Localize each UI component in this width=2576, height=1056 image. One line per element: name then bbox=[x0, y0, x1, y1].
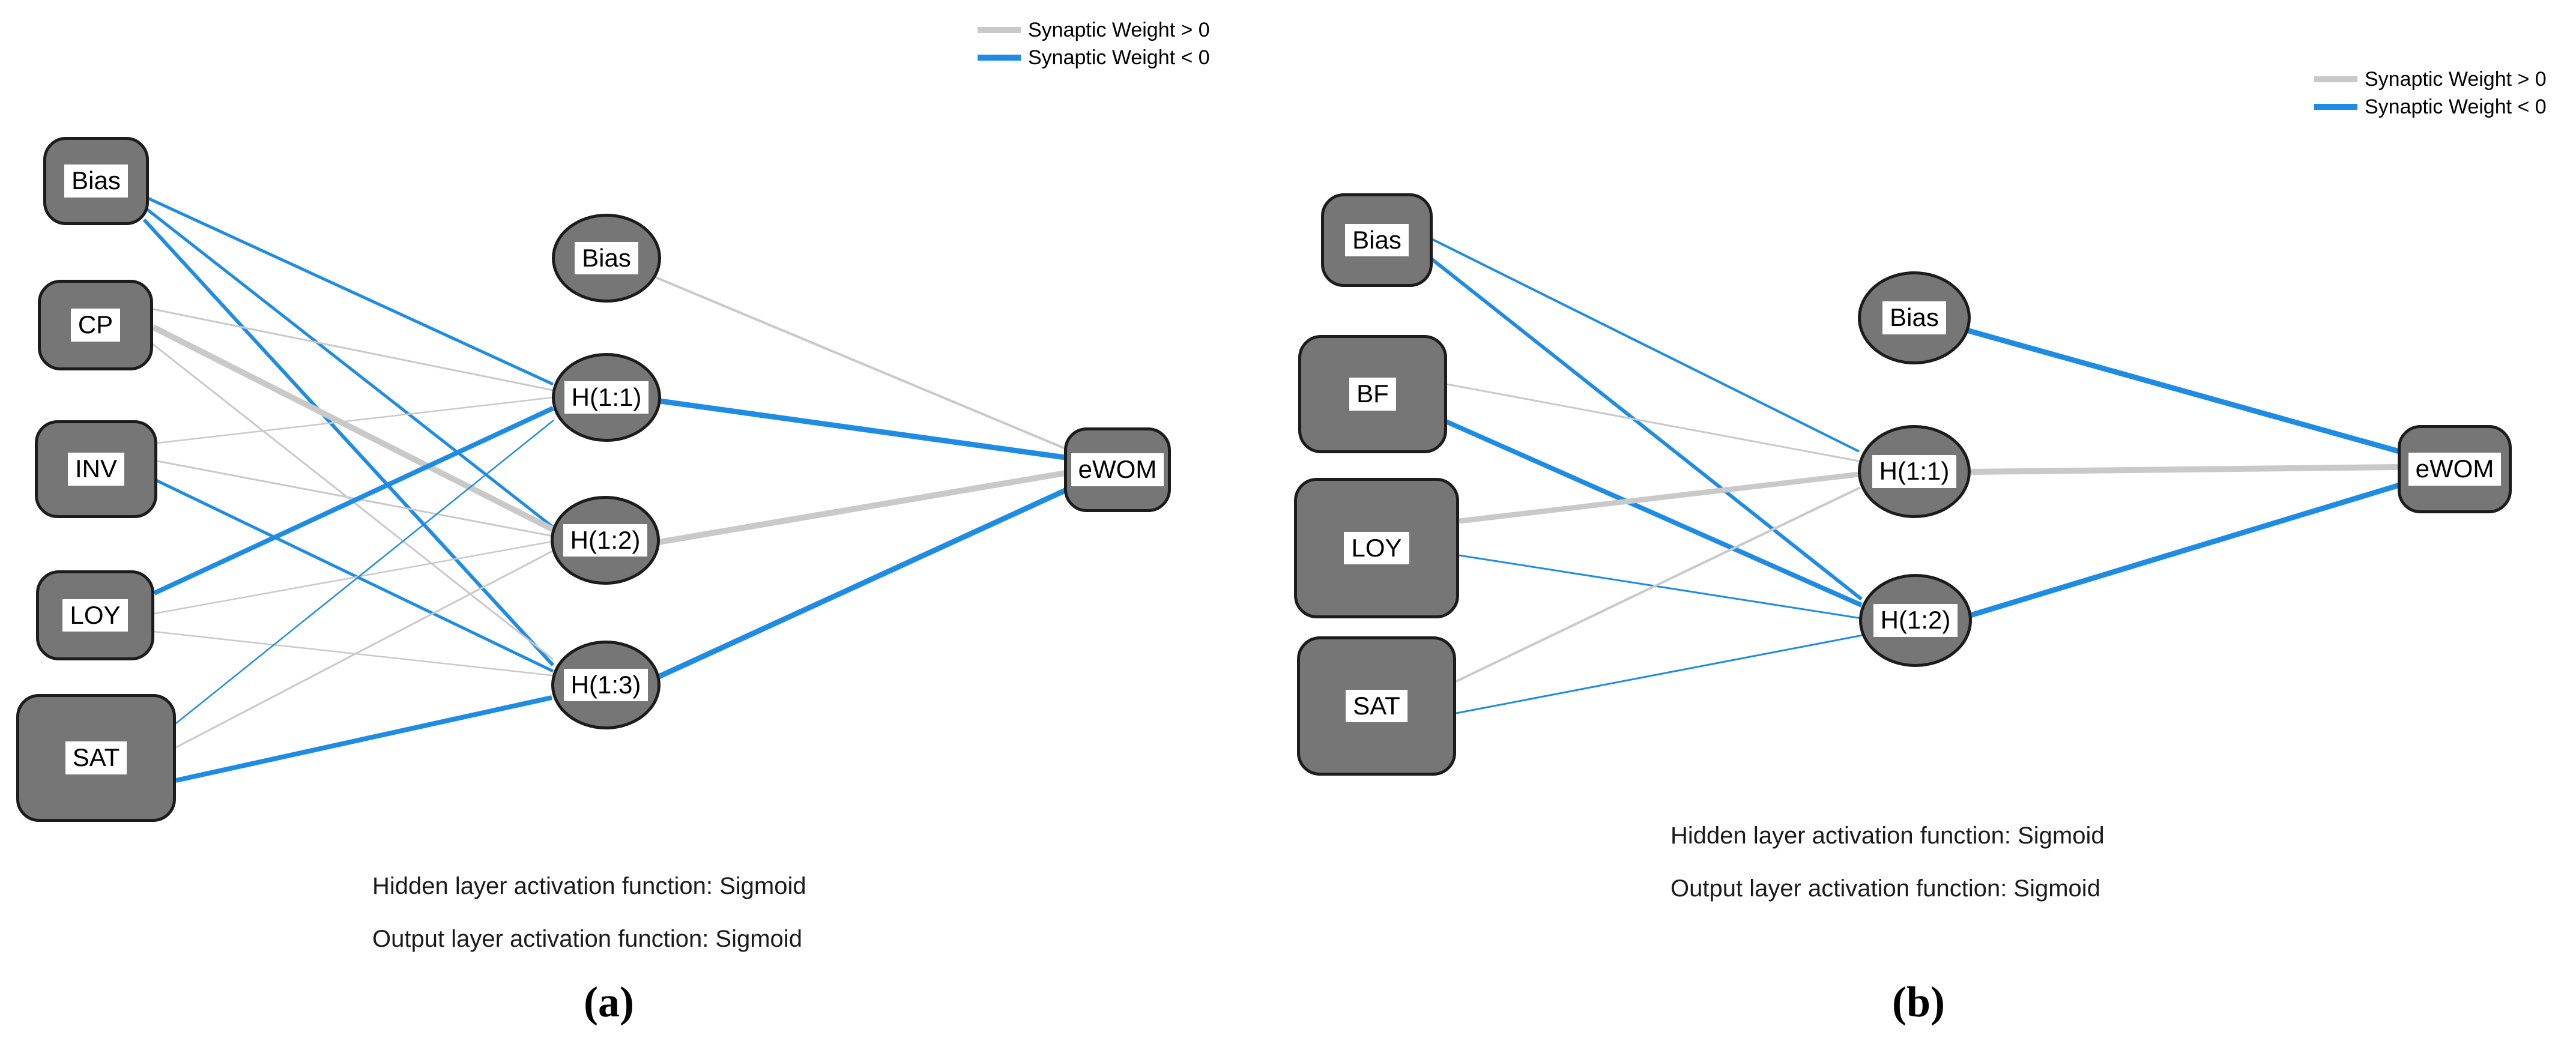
negative-weight-swatch bbox=[978, 55, 1021, 61]
legend-row-negative: Synaptic Weight < 0 bbox=[2314, 95, 2547, 119]
legend-label-positive: Synaptic Weight > 0 bbox=[2365, 67, 2547, 91]
edge-a-in-cp-h11 bbox=[153, 308, 554, 391]
legend-panel-b: Synaptic Weight > 0 Synaptic Weight < 0 bbox=[2314, 67, 2547, 119]
activation-notes-panel-b: Hidden layer activation function: Sigmoi… bbox=[1670, 821, 2105, 903]
hidden-activation-note: Hidden layer activation function: Sigmoi… bbox=[372, 873, 806, 899]
edge-a-in-inv-h13 bbox=[155, 478, 554, 673]
edge-a-in-sat-h12 bbox=[175, 550, 553, 749]
edge-a-in-cp-h12 bbox=[151, 324, 555, 533]
legend-label-negative: Synaptic Weight < 0 bbox=[2365, 95, 2547, 118]
output-activation-note: Output layer activation function: Sigmoi… bbox=[1670, 875, 2100, 902]
legend-label-negative: Synaptic Weight < 0 bbox=[1028, 46, 1210, 69]
legend-panel-a: Synaptic Weight > 0 Synaptic Weight < 0 bbox=[978, 18, 1210, 70]
edge-a-in-bias-h13 bbox=[142, 218, 555, 667]
negative-weight-swatch bbox=[2314, 104, 2357, 110]
edge-a-in-bias-h12 bbox=[145, 208, 554, 528]
output-activation-note: Output layer activation function: Sigmoi… bbox=[372, 926, 802, 952]
legend-row-positive: Synaptic Weight > 0 bbox=[978, 18, 1210, 42]
edge-a-in-sat-h11 bbox=[175, 420, 554, 724]
edge-b-in-bias-h12 bbox=[1428, 255, 1863, 601]
edge-a-in-bias-h11 bbox=[147, 196, 554, 386]
panel-caption-b: (b) bbox=[1892, 978, 1945, 1026]
edge-a-h13-out-ewom bbox=[656, 487, 1068, 680]
edge-b-in-bias-h11 bbox=[1431, 238, 1860, 453]
edge-b-in-bf-h11 bbox=[1447, 383, 1860, 462]
edge-a-in-sat-h13 bbox=[175, 695, 552, 783]
hidden-activation-note: Hidden layer activation function: Sigmoi… bbox=[1670, 822, 2105, 849]
edge-b-in-loy-h11 bbox=[1459, 471, 1860, 524]
edge-a-in-loy-h13 bbox=[153, 630, 553, 677]
legend-row-negative: Synaptic Weight < 0 bbox=[978, 46, 1210, 70]
edge-b-h12-out-ewom bbox=[1967, 482, 2401, 619]
panel-caption-a: (a) bbox=[584, 978, 634, 1026]
edge-b-in-sat-h12 bbox=[1456, 634, 1863, 714]
edge-a-in-loy-h11 bbox=[153, 406, 554, 596]
positive-weight-swatch bbox=[978, 27, 1021, 33]
legend-row-positive: Synaptic Weight > 0 bbox=[2314, 67, 2547, 91]
edge-b-in-sat-h11 bbox=[1456, 486, 1861, 683]
edge-b-in-loy-h12 bbox=[1459, 554, 1862, 620]
edge-a-h12-out-ewom bbox=[658, 470, 1066, 545]
edge-b-in-bf-h12 bbox=[1445, 419, 1863, 608]
edge-a-h11-out-ewom bbox=[659, 398, 1066, 460]
edge-a-h-bias-out-ewom bbox=[655, 276, 1067, 450]
positive-weight-swatch bbox=[2314, 76, 2357, 82]
edge-a-in-loy-h12 bbox=[154, 540, 553, 615]
edge-a-in-inv-h11 bbox=[157, 396, 554, 444]
legend-label-positive: Synaptic Weight > 0 bbox=[1028, 18, 1210, 41]
edge-b-h-bias-out-ewom bbox=[1961, 326, 2401, 454]
activation-notes-panel-a: Hidden layer activation function: Sigmoi… bbox=[372, 872, 806, 953]
edge-b-h11-out-ewom bbox=[1970, 464, 2398, 475]
